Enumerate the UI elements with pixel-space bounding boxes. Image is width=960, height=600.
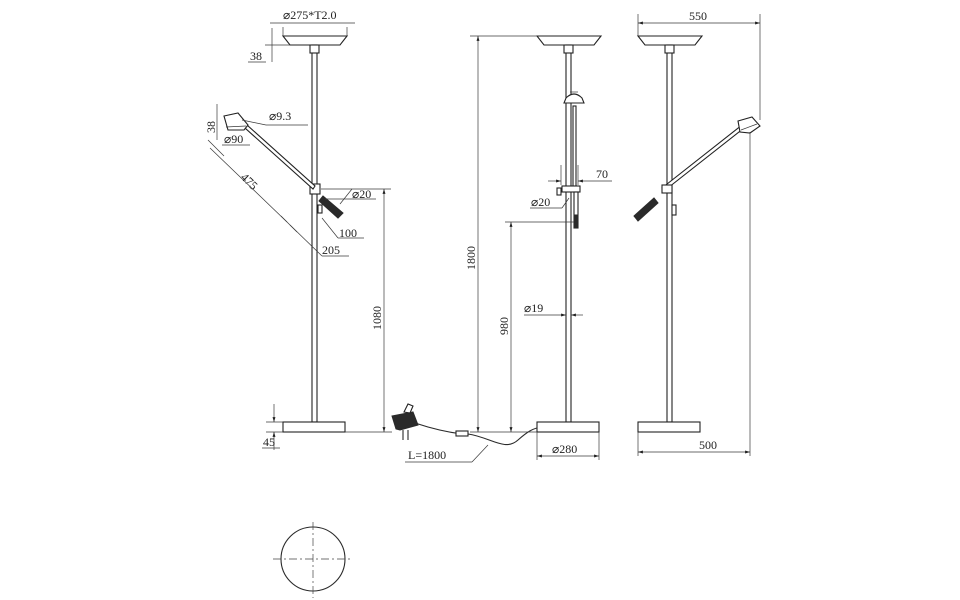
dim-pivot-diameter: ⌀20 (352, 187, 371, 201)
dim-cable-length: L=1800 (408, 448, 446, 462)
dim-base-diameter: ⌀280 (552, 442, 577, 456)
dim-total-height: 1800 (464, 246, 478, 270)
right-top-shade (636, 35, 704, 46)
right-reading-arm (661, 124, 745, 192)
power-cable (414, 422, 463, 435)
dim-base-height: 45 (263, 435, 275, 449)
dim-pivot-height: 1080 (370, 306, 384, 330)
dim-pole-diameter: ⌀19 (524, 301, 543, 315)
dim-shade-height: 38 (250, 49, 262, 63)
left-pivot-block (309, 183, 321, 195)
middle-top-shade (535, 35, 603, 46)
dim-mid-offset: 70 (596, 167, 608, 181)
dim-head-cable: ⌀9.3 (269, 109, 291, 123)
dim-arm-offset: 205 (322, 243, 340, 257)
left-reading-head (223, 112, 249, 131)
dim-reading-height: 980 (497, 317, 511, 335)
dim-head-height: 38 (204, 121, 218, 133)
plug-and-cable: L=1800 (391, 403, 543, 463)
dim-width-bottom: 500 (699, 438, 717, 452)
middle-lamp-view: 1800 980 ⌀19 ⌀20 70 ⌀280 (464, 35, 612, 460)
dim-arm-length: 475 (238, 170, 261, 193)
left-pole (311, 44, 318, 423)
right-base (637, 421, 701, 433)
right-pole (666, 44, 673, 423)
dim-width-top: 550 (689, 9, 707, 23)
left-base (282, 421, 346, 433)
dim-handle-length: 100 (339, 226, 357, 240)
middle-base (536, 421, 600, 433)
plug-adapter (391, 411, 419, 431)
right-reading-head (737, 116, 761, 134)
left-arm-handle (318, 195, 344, 219)
dim-mid-pivot-diameter: ⌀20 (531, 195, 550, 209)
base-top-view (273, 522, 353, 598)
right-arm-handle (633, 197, 659, 222)
left-top-shade (281, 35, 349, 46)
dim-head-diameter: ⌀90 (224, 132, 243, 146)
left-lamp-view: ⌀275*T2.0 38 38 ⌀9.3 ⌀90 475 205 100 ⌀20 (204, 8, 392, 450)
middle-reading-head (563, 93, 585, 104)
right-lamp-view: 550 500 (633, 9, 761, 456)
dim-shade-top: ⌀275*T2.0 (283, 8, 337, 22)
